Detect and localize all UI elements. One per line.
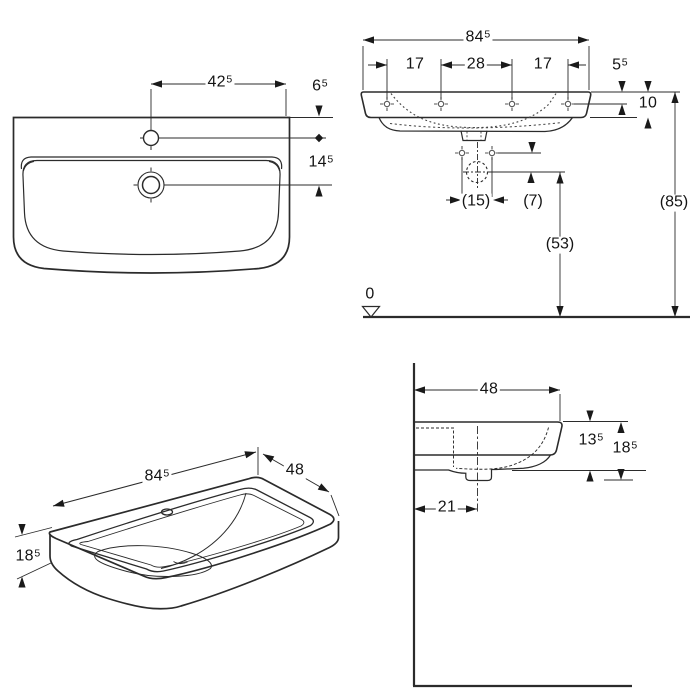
side-underside-outline xyxy=(414,454,552,482)
iso-body-outline xyxy=(49,521,340,610)
iso-deck-outline xyxy=(48,476,335,580)
iso-bowl-sweep-curve xyxy=(160,492,247,569)
dim-label-side-front-height: 135 xyxy=(576,431,606,450)
dim-holes-to-drain-graphics xyxy=(489,142,565,183)
dim-label-hole-span-right: 17 xyxy=(531,55,555,74)
diamond-terminator xyxy=(314,133,324,143)
arrowhead-up xyxy=(315,185,323,197)
fixing-hole-icon xyxy=(379,96,395,112)
fixing-hole-icon xyxy=(560,96,576,112)
basin-bowl-outline xyxy=(22,159,281,256)
dim-label-hole-span-center: 28 xyxy=(464,55,488,74)
hidden-bowl-rim-curve xyxy=(390,93,557,129)
dim-label-side-depth: 48 xyxy=(477,380,501,399)
tap-axis-graphics xyxy=(158,133,326,143)
iso-rim-inner xyxy=(79,493,305,568)
front-view xyxy=(12,80,333,274)
drain-hole xyxy=(133,167,165,203)
fixing-hole-icon xyxy=(433,96,449,112)
dim-label-rim-height: (85) xyxy=(657,193,691,212)
dim-label-side-total-height: 185 xyxy=(610,439,640,458)
side-view xyxy=(412,363,646,688)
hidden-bowl-bottom-curve xyxy=(389,122,563,129)
dim-label-iso-edge-height: 185 xyxy=(13,547,43,566)
dim-label-datum-level: 0 xyxy=(363,285,377,304)
dim-label-apron-height: 10 xyxy=(636,94,660,113)
iso-overflow-mark xyxy=(173,561,188,565)
dim-label-tap-to-edge: 425 xyxy=(205,73,235,92)
dim-label-drain-offset: 21 xyxy=(435,498,459,517)
bowl-underside-outline xyxy=(378,117,574,133)
dim-label-iso-depth: 48 xyxy=(283,461,307,480)
side-rim-band-outline xyxy=(414,421,563,456)
arrowhead-left xyxy=(151,80,162,88)
fixing-hole-icon xyxy=(504,96,520,112)
iso-bowl-bottom xyxy=(94,545,212,577)
dim-label-tap-to-drain: 145 xyxy=(306,153,336,172)
dim-label-small-hole-span: (15) xyxy=(459,192,493,211)
dim-label-hole-span-left: 17 xyxy=(403,55,427,74)
rim-band-outline xyxy=(360,91,592,119)
side-hidden-rim xyxy=(416,427,454,467)
basin-outline xyxy=(12,116,291,274)
dim-side-heights-graphics xyxy=(512,410,646,482)
dim-hole-spans-graphics xyxy=(368,59,586,99)
dim-label-elevation-width: 845 xyxy=(463,28,493,47)
iso-rim-outer xyxy=(68,487,315,573)
elevation-view xyxy=(360,36,690,319)
dim-label-iso-width: 845 xyxy=(142,467,172,486)
side-hidden-bowl xyxy=(455,427,549,470)
dim-tap-to-drain-graphics xyxy=(164,184,332,197)
dim-small-hole-span-graphics xyxy=(446,157,508,204)
drain-fitting-hidden-lines xyxy=(466,131,482,140)
dim-label-rim-to-holes: 55 xyxy=(610,56,630,75)
dim-label-drain-height: (53) xyxy=(543,235,577,254)
tap-hole xyxy=(140,129,160,150)
arrowhead-down xyxy=(315,105,323,117)
dim-label-rim-to-tap: 65 xyxy=(310,77,330,96)
iso-tap-hole xyxy=(160,508,174,516)
datum-triangle-icon xyxy=(361,305,381,318)
dim-rim-to-tap-graphics xyxy=(290,105,333,118)
dim-label-holes-to-drain: (7) xyxy=(521,192,545,211)
basin-rim-line xyxy=(20,156,283,170)
arrowhead-right xyxy=(275,80,286,88)
dim-rim-to-holes-and-apron-graphics xyxy=(574,81,680,129)
drain-outlet-hidden xyxy=(463,142,492,188)
dim-iso-edge-height-graphics xyxy=(14,524,53,588)
drain-fitting-outline xyxy=(460,130,488,142)
